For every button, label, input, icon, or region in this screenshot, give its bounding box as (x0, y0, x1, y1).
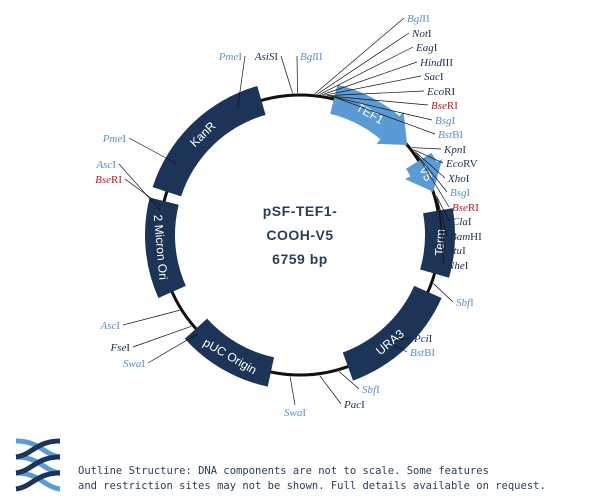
site-leader-line (122, 309, 180, 326)
restriction-site-label: BamHI (450, 231, 482, 243)
restriction-site-label: StuI (448, 245, 466, 257)
site-leader-line (327, 90, 425, 96)
restriction-site-label: PmeI (218, 51, 243, 63)
feature-arc (420, 208, 456, 278)
site-leader-line (317, 32, 410, 95)
feature-v5: V5 (405, 152, 443, 192)
feature-2-micron-ori: 2 Micron Ori (144, 197, 186, 299)
footer-line2: and restriction sites may not be shown. … (78, 480, 546, 492)
restriction-site-label: XhoI (447, 173, 470, 185)
feature-arc (144, 197, 186, 299)
plasmid-name-line2: COOH-V5 (266, 227, 333, 243)
site-leader-line (413, 149, 444, 164)
feature-ura3: URA3 (342, 285, 442, 381)
restriction-site-label: PacI (343, 399, 365, 411)
site-leader-line (417, 155, 450, 208)
footer: Outline Structure: DNA components are no… (10, 437, 595, 492)
footer-note: Outline Structure: DNA components are no… (78, 449, 593, 494)
site-leader-line (128, 137, 178, 165)
site-leader-line (280, 55, 293, 94)
feature-term: Term (420, 208, 456, 278)
restriction-site-label: BseRI (452, 202, 479, 214)
dna-helix-icon (15, 438, 61, 492)
site-leader-line (331, 96, 433, 121)
restriction-site-label: NheI (446, 260, 469, 272)
restriction-site-label: ClaI (452, 216, 472, 228)
restriction-site-label: EagI (415, 42, 438, 54)
restriction-site-label: PmeI (102, 133, 127, 145)
restriction-site-label: BglII (407, 13, 430, 25)
site-leader-line (391, 343, 408, 353)
site-leader-line (433, 283, 454, 303)
site-leader-line (237, 55, 246, 108)
site-leader-line (438, 203, 445, 266)
feature-puc-origin: pUC Origin (184, 318, 275, 387)
restriction-site-label: BstBI (410, 347, 435, 359)
restriction-site-label: AscI (99, 320, 120, 332)
restriction-site-label: FseI (109, 342, 130, 354)
site-leader-line (296, 55, 298, 94)
feature-label: V5 (416, 164, 435, 184)
feature-tef1: TEF1 (330, 84, 408, 146)
site-leader-line (334, 96, 436, 135)
site-leader-line (394, 337, 412, 341)
site-leader-line (411, 147, 442, 150)
feature-arc (184, 318, 275, 387)
restriction-site-label: EcoRI (426, 86, 455, 98)
feature-arc (330, 84, 408, 146)
site-leader-line (132, 325, 192, 348)
restriction-site-label: BsgI (450, 187, 471, 199)
site-leader-line (319, 375, 342, 405)
feature-label: 2 Micron Ori (151, 214, 171, 280)
restriction-site-label: HindIII (419, 57, 453, 69)
restriction-site-label: SwaI (284, 407, 306, 419)
restriction-site-label: SacI (424, 71, 444, 83)
restriction-site-label: EcoRV (445, 158, 478, 170)
site-leader-line (319, 46, 414, 95)
site-leader-line (416, 153, 448, 193)
feature-kanr: KanR (152, 86, 266, 197)
restriction-site-label: PciI (413, 333, 433, 345)
footer-line1: Outline Structure: DNA components are no… (78, 465, 489, 477)
restriction-site-label: KpnI (443, 144, 466, 156)
site-leader-line (338, 371, 360, 390)
restriction-site-label: NotI (411, 28, 432, 40)
feature-arc (152, 86, 266, 197)
site-leader-line (436, 195, 450, 222)
site-leader-line (124, 178, 162, 206)
site-leader-line (314, 17, 405, 95)
feature-arc (405, 152, 443, 192)
restriction-site-label: SbfI (362, 384, 380, 396)
restriction-site-label: SbfI (456, 297, 474, 309)
restriction-site-label: AscI (95, 159, 116, 171)
plasmid-size: 6759 bp (272, 251, 328, 267)
feature-arc (342, 285, 442, 381)
restriction-site-label: BseRI (95, 174, 122, 186)
site-leader-line (147, 333, 199, 364)
site-leader-line (322, 61, 418, 96)
restriction-site-label: BsgI (435, 115, 456, 127)
restriction-site-label: AsiSI (254, 51, 279, 63)
plasmid-name-line1: pSF-TEF1- (263, 203, 338, 219)
site-leader-line (324, 75, 422, 96)
feature-label: Term (432, 229, 447, 256)
restriction-site-label: BseRI (431, 100, 458, 112)
site-leader-line (118, 163, 161, 211)
restriction-site-label: SwaI (123, 358, 145, 370)
restriction-site-label: BglII (300, 51, 323, 63)
restriction-site-label: BstBI (438, 129, 463, 141)
site-leader-line (289, 376, 296, 406)
site-leader-line (329, 95, 429, 106)
site-leader-line (414, 151, 446, 179)
